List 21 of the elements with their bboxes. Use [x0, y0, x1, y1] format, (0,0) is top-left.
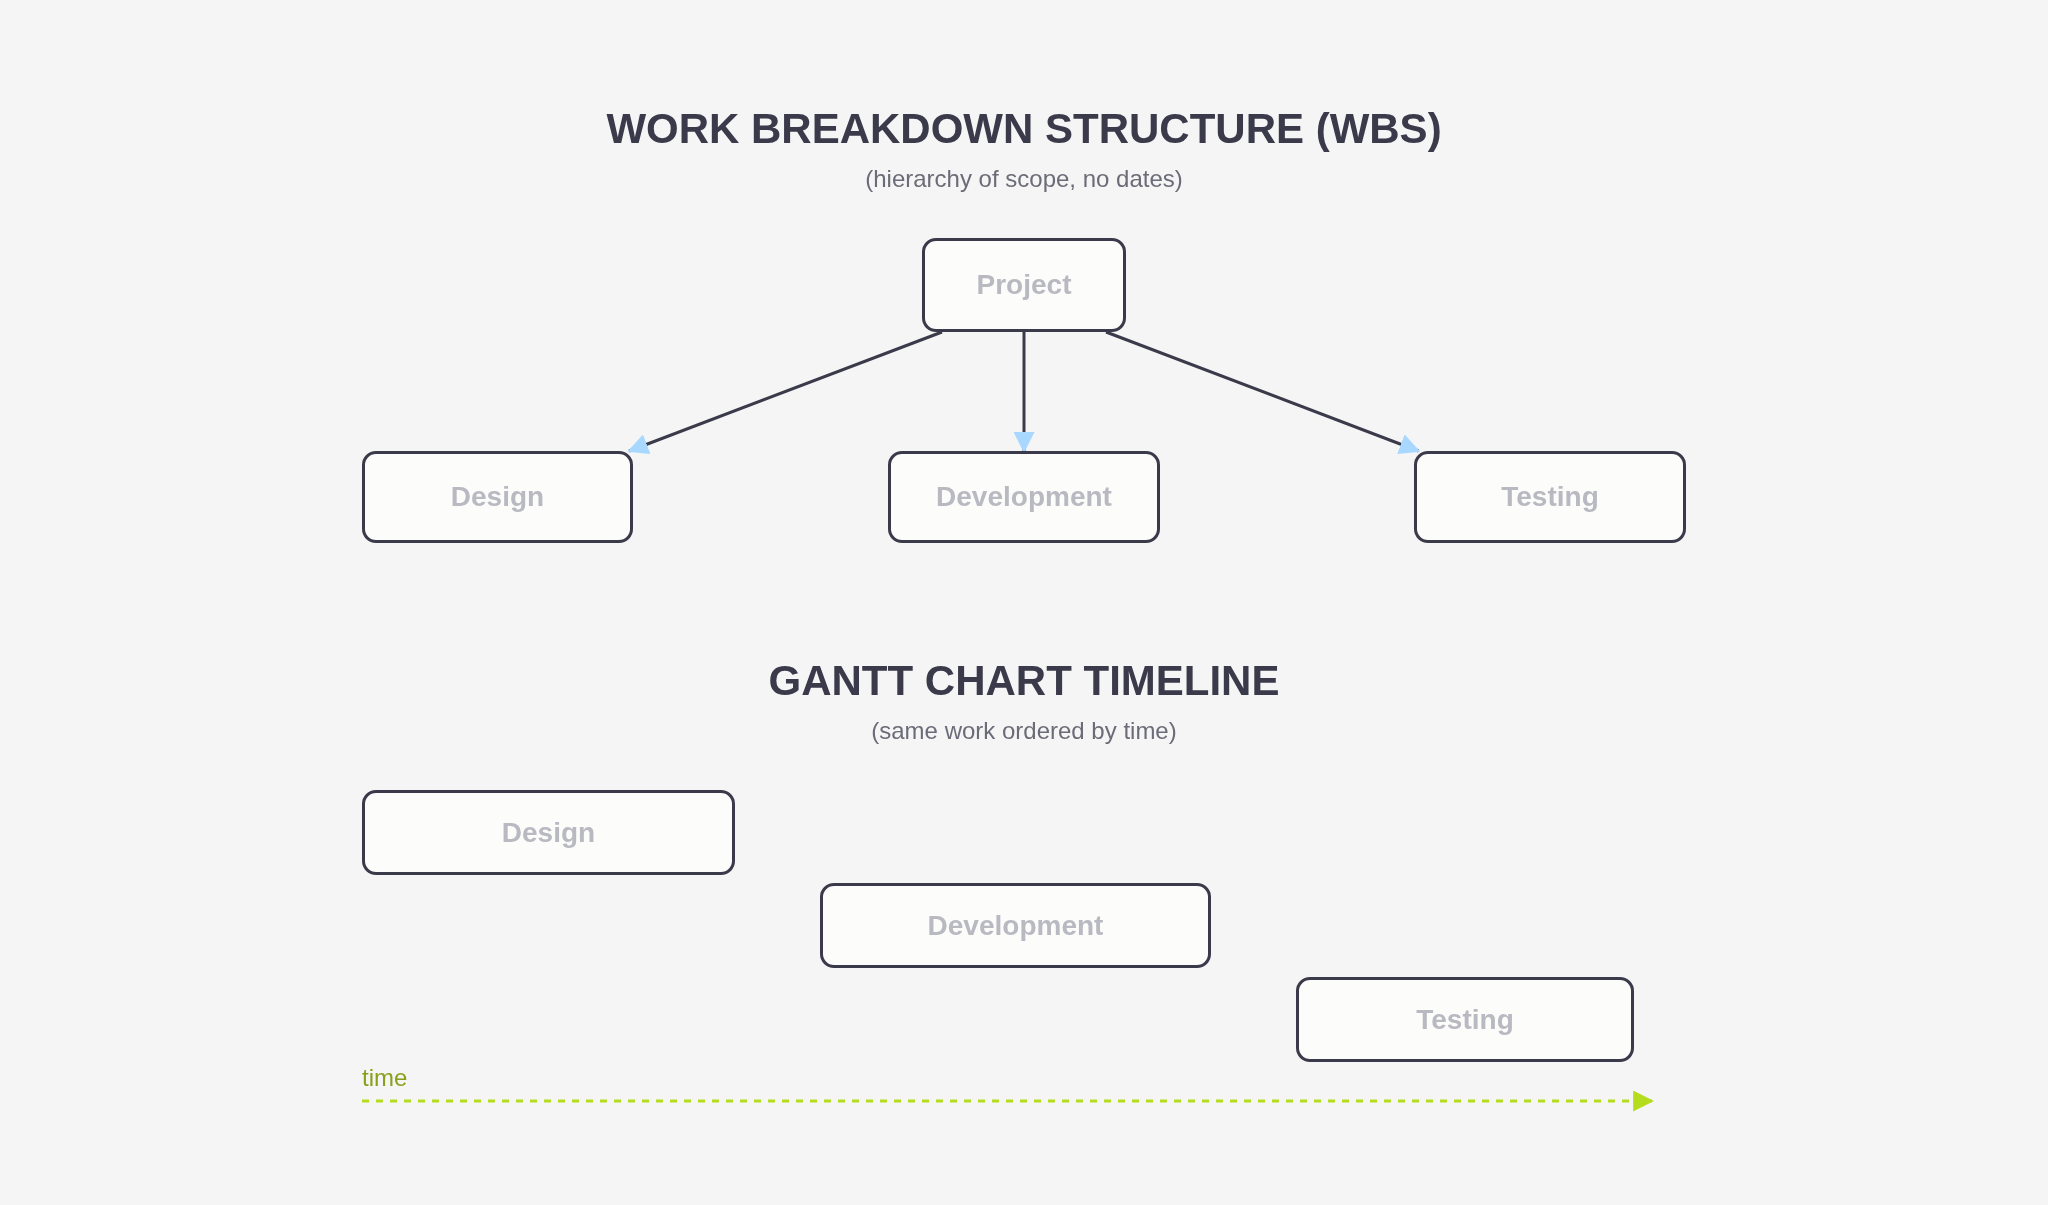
node-label: Design	[501, 816, 596, 849]
gantt-bar	[1296, 977, 1634, 1062]
wbs-box	[922, 238, 1126, 332]
node-label: Testing	[1501, 481, 1599, 513]
subtitle: (hierarchy of scope, no dates)	[865, 165, 1183, 193]
node-label: Design	[450, 481, 545, 513]
node-label: Testing	[1416, 1003, 1514, 1036]
axis-label: time	[362, 1064, 408, 1092]
arrow	[1105, 330, 1421, 455]
gantt-bar	[820, 883, 1211, 968]
subtitle: (same work ordered by time)	[871, 717, 1177, 745]
wbs-box	[1414, 451, 1686, 543]
wbs-box	[888, 451, 1160, 543]
node-label: Development	[936, 481, 1112, 513]
arrow	[627, 330, 943, 455]
node-label: Development	[927, 909, 1104, 942]
node-label: Project	[976, 269, 1072, 301]
diagram-title: WORK BREAKDOWN STRUCTURE (WBS)	[606, 105, 1442, 153]
section-heading: GANTT CHART TIMELINE	[768, 657, 1280, 705]
gantt-bar	[362, 790, 735, 875]
wbs-box	[362, 451, 633, 543]
